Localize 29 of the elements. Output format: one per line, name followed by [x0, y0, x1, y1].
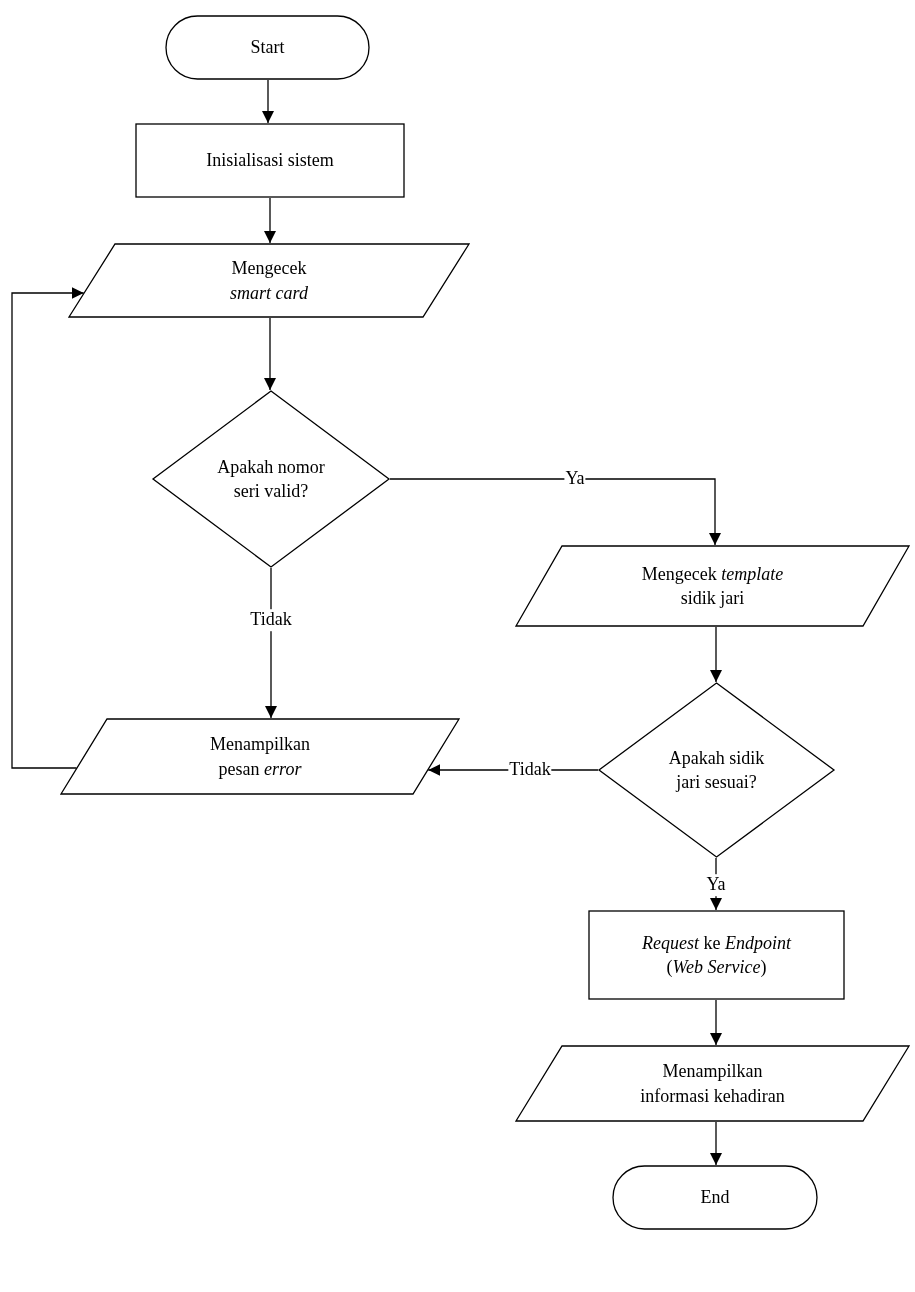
- edge-label: Ya: [705, 874, 727, 896]
- node-text: End: [700, 1186, 730, 1210]
- arrow: [264, 197, 276, 244]
- arrow: [264, 317, 276, 391]
- arrow: [710, 999, 722, 1046]
- input-output-parallelogram: [60, 718, 460, 795]
- arrow: [710, 1121, 722, 1166]
- decision-diamond: [152, 390, 390, 568]
- node-text: Mengecek smart card: [229, 257, 309, 305]
- arrow: [710, 626, 722, 683]
- node-text: Inisialisasi sistem: [206, 149, 334, 173]
- edge-label: Tidak: [249, 609, 293, 631]
- node-text: Mengecek template sidik jari: [640, 562, 785, 610]
- process-box: [588, 910, 845, 1000]
- node-text: Apakah sidik jari sesuai?: [667, 746, 766, 794]
- arrow: [710, 857, 722, 911]
- arrow: [11, 287, 85, 769]
- process-box: [135, 123, 405, 198]
- node-text: Apakah nomor seri valid?: [216, 455, 326, 503]
- arrow: [389, 478, 721, 546]
- input-output-parallelogram: [515, 545, 910, 627]
- input-output-parallelogram: [515, 1045, 910, 1122]
- node-text: Request ke Endpoint (Web Service): [641, 931, 793, 979]
- node-text: Start: [250, 36, 285, 60]
- node-text: Menampilkan pesan error: [209, 733, 311, 781]
- arrow: [262, 79, 274, 124]
- decision-diamond: [598, 682, 835, 858]
- input-output-parallelogram: [68, 243, 470, 318]
- node-text: Menampilkan informasi kehadiran: [639, 1060, 786, 1108]
